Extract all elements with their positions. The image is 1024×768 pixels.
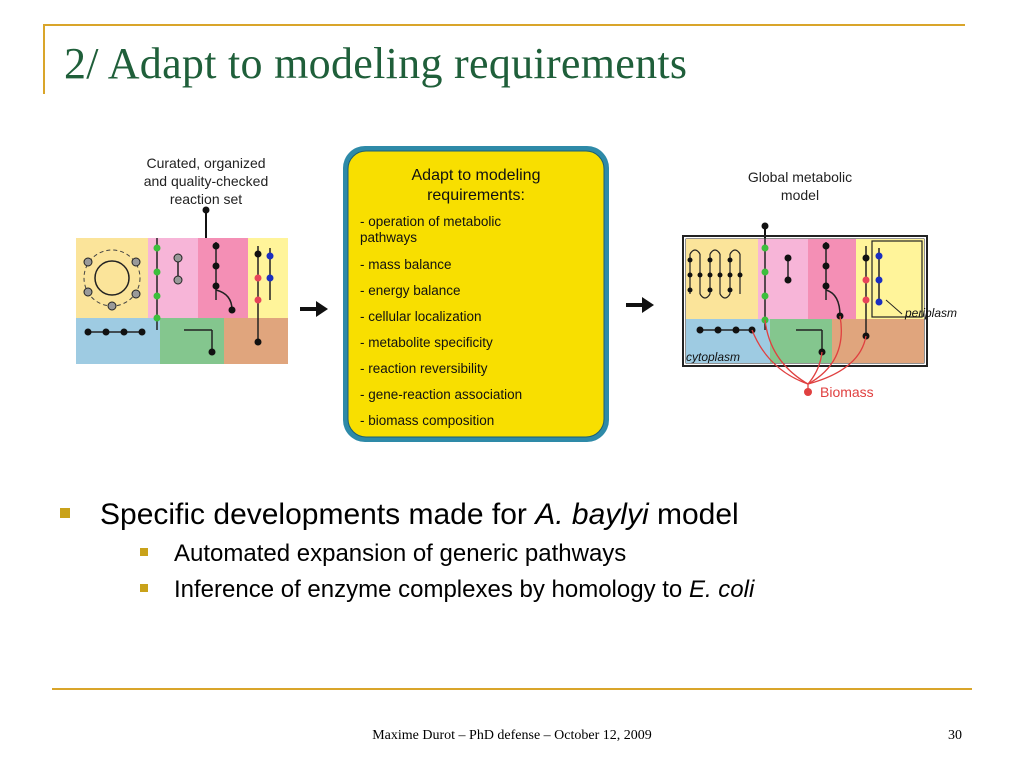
bullet-marker <box>60 508 70 518</box>
arrow-right-icon <box>300 301 328 317</box>
requirements-title-line-1: Adapt to modeling <box>412 167 541 184</box>
workflow-figure: Curated, organized and quality-checked r… <box>0 130 1024 450</box>
requirements-box <box>347 150 605 438</box>
requirement-item: - gene-reaction association <box>360 387 522 402</box>
bullet-main-text: Specific developments made for A. baylyi… <box>100 498 739 532</box>
left-top-node <box>202 206 210 214</box>
bullet-sub: Automated expansion of generic pathways <box>140 540 960 568</box>
figure-svg: Curated, organized and quality-checked r… <box>76 146 957 442</box>
left-caption-line-1: Curated, organized <box>146 155 265 171</box>
bullet-sub-text: Inference of enzyme complexes by homolog… <box>174 576 754 604</box>
requirements-title-line-2: requirements: <box>427 187 525 204</box>
bullet-list: Specific developments made for A. baylyi… <box>60 498 960 604</box>
left-rule <box>43 24 45 94</box>
arrow-right-icon <box>626 297 654 313</box>
requirement-item: - cellular localization <box>360 309 482 324</box>
bullet-main-species: A. baylyi <box>535 498 649 531</box>
slide-title: 2/ Adapt to modeling requirements <box>64 39 688 88</box>
requirement-item: - mass balance <box>360 257 452 272</box>
left-caption-line-3: reaction set <box>170 191 242 207</box>
reaction-set-grid <box>76 238 288 364</box>
top-rule <box>43 24 965 26</box>
bullet-sub: Inference of enzyme complexes by homolog… <box>140 576 960 604</box>
bullet-sub-text: Automated expansion of generic pathways <box>174 540 626 568</box>
requirement-item: - biomass composition <box>360 413 494 428</box>
bullet-main-prefix: Specific developments made for <box>100 498 536 531</box>
bullet-sub-text-plain: Inference of enzyme complexes by homolog… <box>174 576 689 603</box>
biomass-label: Biomass <box>820 384 874 400</box>
global-model <box>682 235 928 396</box>
right-caption-line-1: Global metabolic <box>748 169 852 185</box>
requirement-item: - reaction reversibility <box>360 361 488 376</box>
requirement-item: - operation of metabolic <box>360 214 501 229</box>
requirement-item: - metabolite specificity <box>360 335 493 350</box>
cytoplasm-label: cytoplasm <box>686 350 740 364</box>
periplasm-label: periplasm <box>904 306 957 320</box>
bullet-marker <box>140 548 148 556</box>
bullet-main: Specific developments made for A. baylyi… <box>60 498 960 532</box>
requirement-item-continued: pathways <box>360 230 417 245</box>
bullet-main-suffix: model <box>648 498 739 531</box>
requirement-item: - energy balance <box>360 283 461 298</box>
footer-text: Maxime Durot – PhD defense – October 12,… <box>372 728 652 743</box>
bullet-sub-text-italic: E. coli <box>688 576 755 603</box>
bullet-marker <box>140 584 148 592</box>
page-number: 30 <box>948 728 962 743</box>
bullet-sub-text-plain: Automated expansion of generic pathways <box>174 540 627 567</box>
right-caption-line-2: model <box>781 187 819 203</box>
left-caption-line-2: and quality-checked <box>144 173 269 189</box>
footer-rule <box>52 688 972 690</box>
